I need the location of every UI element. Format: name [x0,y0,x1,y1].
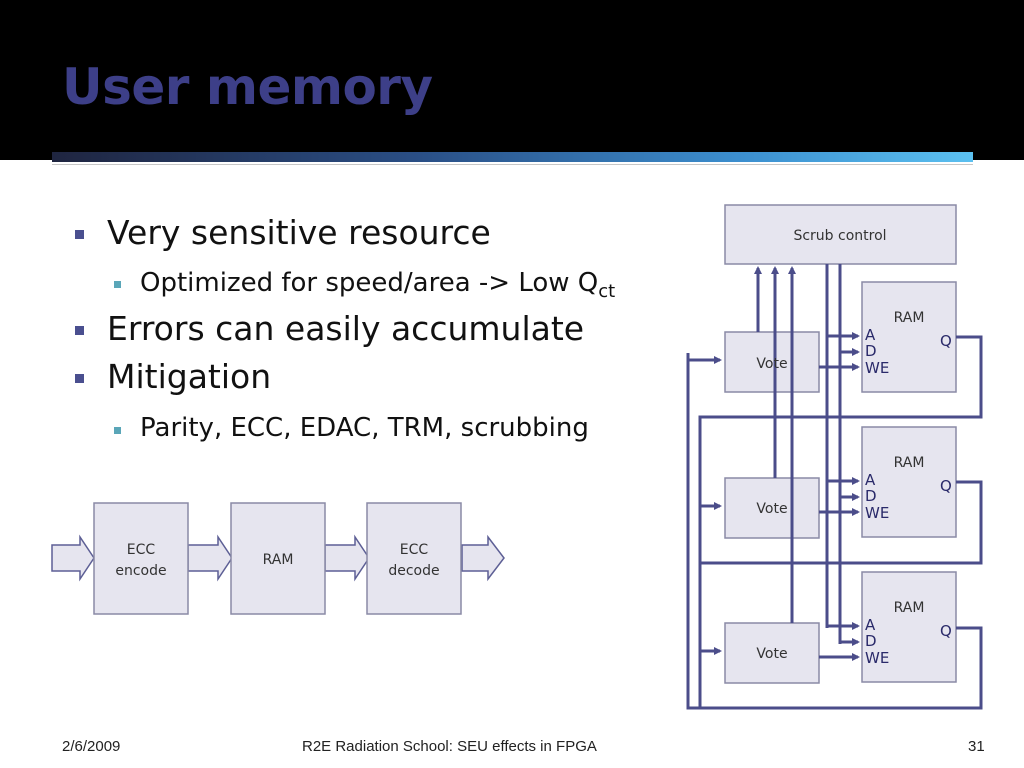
output-arrow [461,534,505,582]
wire-ram2-q-loop [700,480,983,565]
scrub-control-box [724,204,957,265]
sub-bullet-optimized-text: Optimized for speed/area -> Low Q [140,268,599,298]
vote-box-1 [724,331,820,393]
vote1-label: Vote [756,356,787,372]
ram-block-2 [861,426,957,538]
ecc-encode-label-2: encode [115,563,166,579]
bullet-marker [75,374,84,383]
vote2-label: Vote [756,501,787,517]
ram2-port-d: D [865,487,877,505]
bullet-marker [75,230,84,239]
bullet-errors: Errors can easily accumulate [107,309,585,348]
ram1-port-d: D [865,342,877,360]
bullet-very-sensitive: Very sensitive resource [107,213,491,252]
ram2-port-a: A [865,471,876,489]
ram3-port-q: Q [940,622,952,640]
ecc-encode-label-1: ECC [127,542,156,558]
ecc-encode-box [93,502,189,615]
footer-title: R2E Radiation School: SEU effects in FPG… [302,738,597,755]
ecc-decode-label-1: ECC [400,542,429,558]
input-arrow [51,534,95,582]
bullet-marker [75,326,84,335]
footer-date: 2/6/2009 [62,738,121,755]
bullet-mitigation: Mitigation [107,357,272,396]
vote-box-3 [724,622,820,684]
ram3-port-d: D [865,632,877,650]
ram3-label: RAM [894,600,925,616]
title-divider [52,164,973,165]
sub-bullet-marker [114,281,121,288]
page-number: 31 [968,738,985,755]
arrow-encode-to-ram [187,534,233,582]
ram1-port-q: Q [940,332,952,350]
slide-title: User memory [62,58,433,116]
ram3-port-we: WE [865,649,889,667]
ecc-decode-box [366,502,462,615]
arrow-ram-to-decode [324,534,370,582]
sub-bullet-marker [114,427,121,434]
vote3-label: Vote [756,646,787,662]
q-subscript: ct [598,281,616,302]
ram2-label: RAM [894,455,925,471]
sub-bullet-optimized: Optimized for speed/area -> Low Qct [140,268,615,302]
wire-q-to-vote-bus [686,353,700,710]
ram3-port-a: A [865,616,876,634]
sub-bullet-parity: Parity, ECC, EDAC, TRM, scrubbing [140,413,589,443]
ram-label: RAM [263,552,294,568]
title-accent-bar [52,152,973,162]
ecc-decode-label-2: decode [388,563,439,579]
ram1-port-we: WE [865,359,889,377]
ram2-port-q: Q [940,477,952,495]
ram2-port-we: WE [865,504,889,522]
ram-block-3 [861,571,957,683]
title-bar [0,0,1024,160]
vote-box-2 [724,477,820,539]
scrub-control-label: Scrub control [793,228,886,244]
ram1-label: RAM [894,310,925,326]
ram1-port-a: A [865,326,876,344]
ram-box [230,502,326,615]
